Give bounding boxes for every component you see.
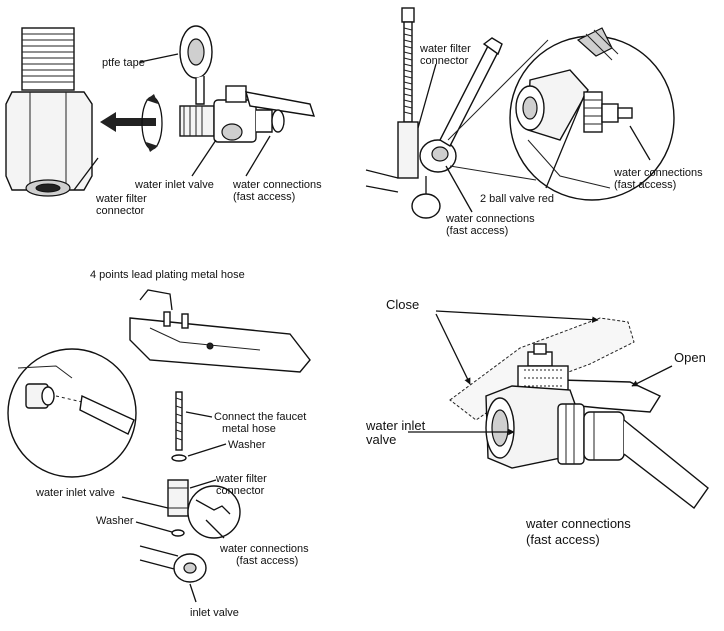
washer-bottom	[171, 529, 185, 537]
label-p3-connector-1: water filter	[215, 473, 267, 485]
leader-connections	[245, 135, 271, 177]
label-p4-connections-2: (fast access)	[526, 532, 600, 547]
metal-hose	[171, 391, 187, 462]
hose-magnified-view	[7, 348, 137, 478]
label-p3-inlet-disk: inlet valve	[190, 607, 239, 619]
label-filter-connector-2: connector	[96, 205, 145, 217]
label-p2-connections-right-1: water connections	[613, 167, 703, 179]
label-p4-inlet-valve-2: valve	[366, 432, 396, 447]
panel-wrench-install: water filter connector water connections…	[365, 7, 703, 237]
leader-p3-connector	[189, 479, 217, 489]
panel-valve-open-close: Close Open water inlet valve water conne…	[365, 297, 709, 547]
label-p3-connections-2: (fast access)	[236, 555, 298, 567]
label-p3-washer-bottom: Washer	[96, 515, 134, 527]
leader-connector	[73, 157, 99, 191]
filter-connector-thread	[21, 27, 75, 91]
hose-tube	[623, 419, 709, 510]
ptfe-tape-roll	[179, 25, 213, 105]
leader-p3-connections	[205, 519, 225, 539]
leader-inlet-valve	[191, 139, 217, 177]
label-p4-inlet-valve-1: water inlet	[365, 418, 426, 433]
pipe-left	[365, 169, 399, 193]
label-filter-connector-1: water filter	[95, 193, 147, 205]
leader-p2-connector	[417, 63, 437, 129]
arrow-close-1	[435, 310, 599, 323]
label-p3-title: 4 points lead plating metal hose	[90, 269, 245, 281]
leader-p3-connect	[185, 411, 213, 418]
faucet-plate	[129, 289, 311, 373]
leader-p3-washer-top	[187, 443, 227, 457]
label-p2-filter-connector-1: water filter	[419, 43, 471, 55]
leader-p2-connections-right	[629, 125, 651, 161]
label-p4-connections-1: water connections	[525, 516, 631, 531]
label-p4-close: Close	[386, 297, 419, 312]
leader-p2-connections-bottom	[445, 165, 473, 213]
threaded-rod	[401, 7, 415, 123]
label-p3-connect-2: metal hose	[222, 423, 276, 435]
label-inlet-valve: water inlet valve	[134, 179, 214, 191]
label-p3-connector-2: connector	[216, 485, 265, 497]
filter-connector-body	[5, 91, 93, 197]
label-connections-2: (fast access)	[233, 191, 295, 203]
label-p2-connections-right-2: (fast access)	[614, 179, 676, 191]
filter-connector-block	[397, 121, 419, 179]
label-p3-connections-1: water connections	[219, 543, 309, 555]
label-p3-washer-top: Washer	[228, 439, 266, 451]
wrench	[439, 37, 503, 147]
leader-p3-inlet-disk	[189, 583, 197, 603]
label-p2-connections-bottom-2: (fast access)	[446, 225, 508, 237]
leader-ptfe	[139, 53, 179, 63]
magnified-view	[509, 27, 675, 201]
washer-top	[171, 454, 187, 462]
arrow-open	[631, 365, 673, 387]
insert-arrow	[100, 112, 156, 132]
valve-stem-nut	[517, 343, 569, 391]
label-p3-connect-1: Connect the faucet	[214, 411, 306, 423]
inlet-valve-disk	[139, 545, 207, 583]
p3-filter-connector	[167, 479, 241, 539]
inlet-valve	[179, 85, 316, 143]
arrow-close-2	[435, 313, 471, 385]
valve-body-large	[485, 385, 625, 469]
label-p2-ball-valve: 2 ball valve red	[480, 193, 554, 205]
label-ptfe-tape: ptfe tape	[102, 57, 145, 69]
leader-p2-ball-valve	[545, 95, 585, 189]
leader-p3-washer-bottom	[135, 521, 173, 533]
label-p4-open: Open	[674, 350, 706, 365]
panel-ptfe-assembly: ptfe tape water filter connector water i…	[5, 25, 322, 217]
label-connections-1: water connections	[232, 179, 322, 191]
leader-p3-inlet-valve	[121, 496, 169, 509]
panel-faucet-hose: 4 points lead plating metal hose	[7, 269, 311, 619]
rotate-icon	[141, 94, 163, 152]
label-p2-connections-bottom-1: water connections	[445, 213, 535, 225]
valve-handle-disk	[411, 193, 441, 219]
label-p3-inlet-valve: water inlet valve	[35, 487, 115, 499]
label-p2-filter-connector-2: connector	[420, 55, 469, 67]
